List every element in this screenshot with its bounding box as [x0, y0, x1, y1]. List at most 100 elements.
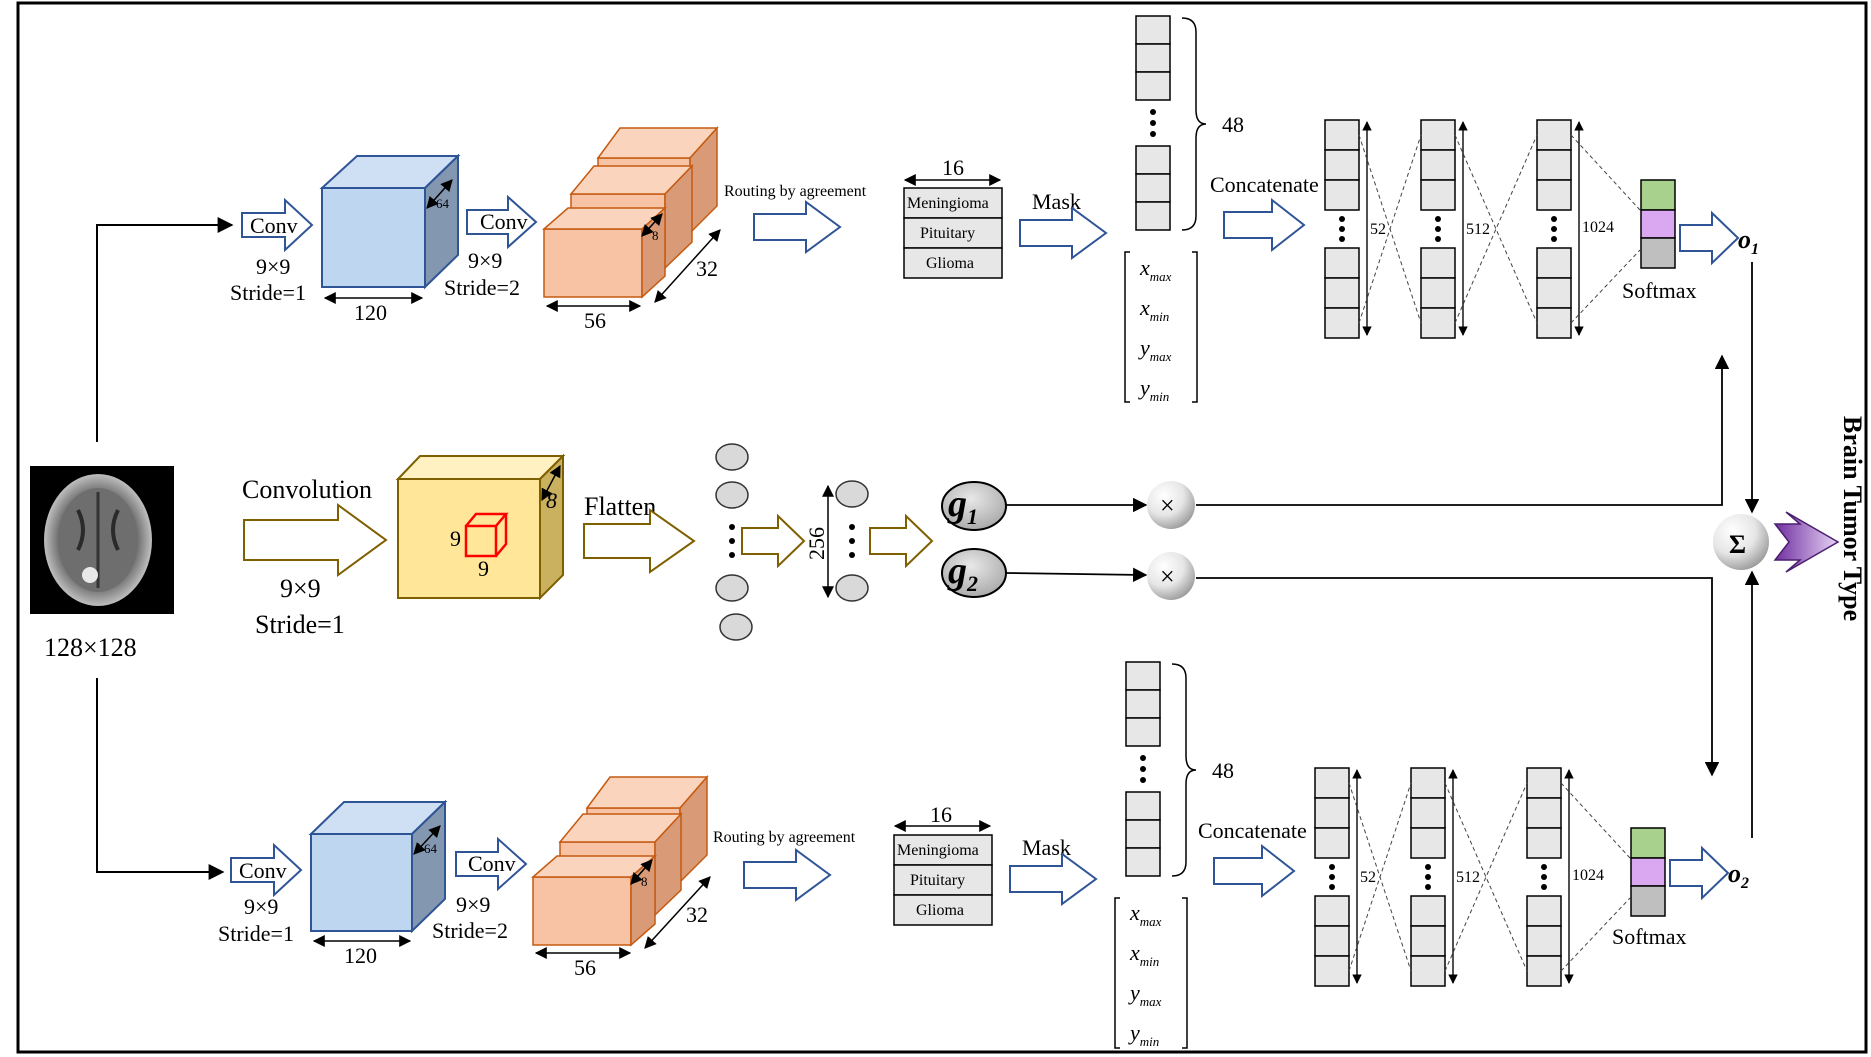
top-routing-arrow — [753, 200, 842, 254]
mid-flatten-label: Flatten — [584, 492, 656, 521]
bottom-conv2-kernel: 9×9 — [456, 892, 490, 917]
mid-conv-stride: Stride=1 — [255, 610, 345, 639]
bottom-output-label: o2 — [1728, 859, 1749, 892]
top-mask-arrow — [1019, 206, 1108, 260]
mid-cube-top — [395, 455, 566, 480]
multiply-node-top-symbol: × — [1160, 491, 1175, 520]
top-softmax-cell-1 — [1640, 179, 1676, 211]
bottom-caps-count-label: 32 — [686, 902, 708, 927]
bottom-conv1-stride: Stride=1 — [218, 921, 294, 946]
gate-g1 — [941, 481, 1007, 531]
result-label: Brain Tumor Type — [1838, 416, 1867, 621]
top-concat-label: Concatenate — [1210, 172, 1319, 197]
input-to-top-branch-arrow — [96, 217, 234, 442]
bottom-conv2-label: Conv — [468, 851, 516, 876]
top-conv2-label: Conv — [480, 209, 528, 234]
bottom-class-glioma: Glioma — [916, 902, 964, 919]
sum-node-symbol: Σ — [1729, 530, 1746, 559]
mid-kernel-cube — [464, 512, 509, 558]
mid-reduced-vector — [835, 480, 869, 602]
bottom-softmax-cell-3 — [1630, 885, 1666, 917]
top-branch: Conv 9×9 Stride=1 64 120 Conv 9×9 Stride… — [230, 15, 1759, 404]
top-bbox-xmin: xmin — [1139, 295, 1169, 324]
mid-flattened-vector — [715, 443, 753, 641]
mid-vector-arrow-1 — [741, 513, 806, 569]
bottom-concat-label: Concatenate — [1198, 818, 1307, 843]
bottom-conv2-arrow — [455, 836, 528, 892]
bottom-cube-depth-label: 64 — [424, 841, 438, 856]
top-softmax-label: Softmax — [1622, 278, 1697, 303]
mid-vector-size-label: 256 — [804, 527, 829, 560]
top-fc1-size: 52 — [1370, 221, 1386, 238]
top-cube-depth-label: 64 — [436, 196, 450, 211]
gate-g2-label: g2 — [947, 550, 978, 596]
bottom-softmax-label: Softmax — [1612, 924, 1687, 949]
bottom-mask-arrow — [1009, 852, 1098, 906]
top-output-label: o1 — [1738, 225, 1759, 258]
bottom-primary-capsules — [531, 774, 709, 947]
bottom-concat-arrow — [1213, 843, 1296, 899]
mid-conv-arrow — [243, 503, 388, 577]
bottom-softmax-cell-1 — [1630, 827, 1666, 859]
mid-flatten-arrow — [583, 508, 696, 574]
top-conv1-stride: Stride=1 — [230, 280, 306, 305]
bottom-fc2-size: 512 — [1456, 869, 1480, 886]
bottom-feature-cube-front — [310, 833, 413, 932]
bottom-softmax-cell-2 — [1630, 857, 1666, 887]
top-concat-arrow — [1223, 197, 1306, 253]
bottom-cube-width-label: 120 — [344, 943, 377, 968]
mid-vector-arrow-2 — [869, 513, 934, 569]
bottom-routing-label: Routing by agreement — [713, 829, 856, 846]
bottom-class-meningioma: Meningioma — [897, 842, 979, 859]
input-size-label: 128×128 — [44, 633, 137, 662]
top-caps-count-label: 32 — [696, 256, 718, 281]
mid-cube-front — [397, 478, 541, 599]
bottom-fc-layers — [1314, 767, 1562, 987]
top-primary-capsules — [542, 126, 719, 299]
top-conv2-arrow — [466, 194, 538, 250]
bottom-conv1-arrow — [230, 842, 303, 898]
bottom-output-arrow — [1669, 845, 1730, 901]
top-masked-vector — [1135, 15, 1171, 231]
bottom-bbox-ymax: ymax — [1128, 980, 1162, 1009]
top-bbox-xmax: xmax — [1139, 255, 1172, 284]
top-mask-dim-label: 48 — [1222, 112, 1244, 137]
mid-conv-kernel: 9×9 — [280, 574, 321, 603]
bottom-conv1-label: Conv — [239, 858, 287, 883]
top-masked-vector-dots — [1150, 109, 1156, 137]
multiply-node-bottom — [1147, 552, 1195, 600]
bottom-conv2-stride: Stride=2 — [432, 918, 508, 943]
mid-cube-side — [539, 453, 564, 601]
bottom-fc1-size: 52 — [1360, 869, 1376, 886]
top-bbox-ymin: ymin — [1138, 375, 1169, 404]
gate-g1-label: g1 — [947, 483, 978, 529]
top-class-dim-label: 16 — [942, 155, 964, 180]
middle-branch: Convolution 9×9 Stride=1 8 9 9 Flatten — [242, 262, 1867, 838]
multiply-node-top — [1147, 481, 1195, 529]
bottom-fc3-size: 1024 — [1572, 867, 1604, 884]
mid-kernel-w-label: 9 — [450, 526, 461, 551]
bottom-class-dim-label: 16 — [930, 802, 952, 827]
top-conv1-arrow — [241, 197, 314, 253]
top-conv2-stride: Stride=2 — [444, 275, 520, 300]
top-caps-depth-label: 8 — [652, 228, 659, 243]
mid-conv-label: Convolution — [242, 475, 372, 504]
top-conv2-kernel: 9×9 — [468, 248, 502, 273]
bottom-bbox-ymin: ymin — [1128, 1020, 1159, 1049]
top-caps-width-label: 56 — [584, 308, 606, 333]
bottom-caps-width-label: 56 — [574, 955, 596, 980]
bottom-class-pituitary: Pituitary — [910, 872, 965, 889]
top-fc-layers — [1324, 119, 1572, 339]
top-conv1-label: Conv — [250, 213, 298, 238]
mid-kernel-h-label: 9 — [478, 556, 489, 581]
bottom-bbox-xmax: xmax — [1129, 900, 1162, 929]
input-to-bottom-branch-arrow — [96, 678, 225, 880]
sum-node — [1713, 514, 1769, 570]
bottom-branch: Conv 9×9 Stride=1 64 120 Conv 9×9 Stride… — [218, 661, 1749, 1049]
bottom-caps-depth-label: 8 — [641, 874, 648, 889]
input-mri-image — [30, 466, 174, 614]
top-class-pituitary: Pituitary — [920, 225, 975, 242]
bottom-routing-arrow — [743, 848, 832, 902]
top-output-arrow — [1679, 210, 1740, 266]
